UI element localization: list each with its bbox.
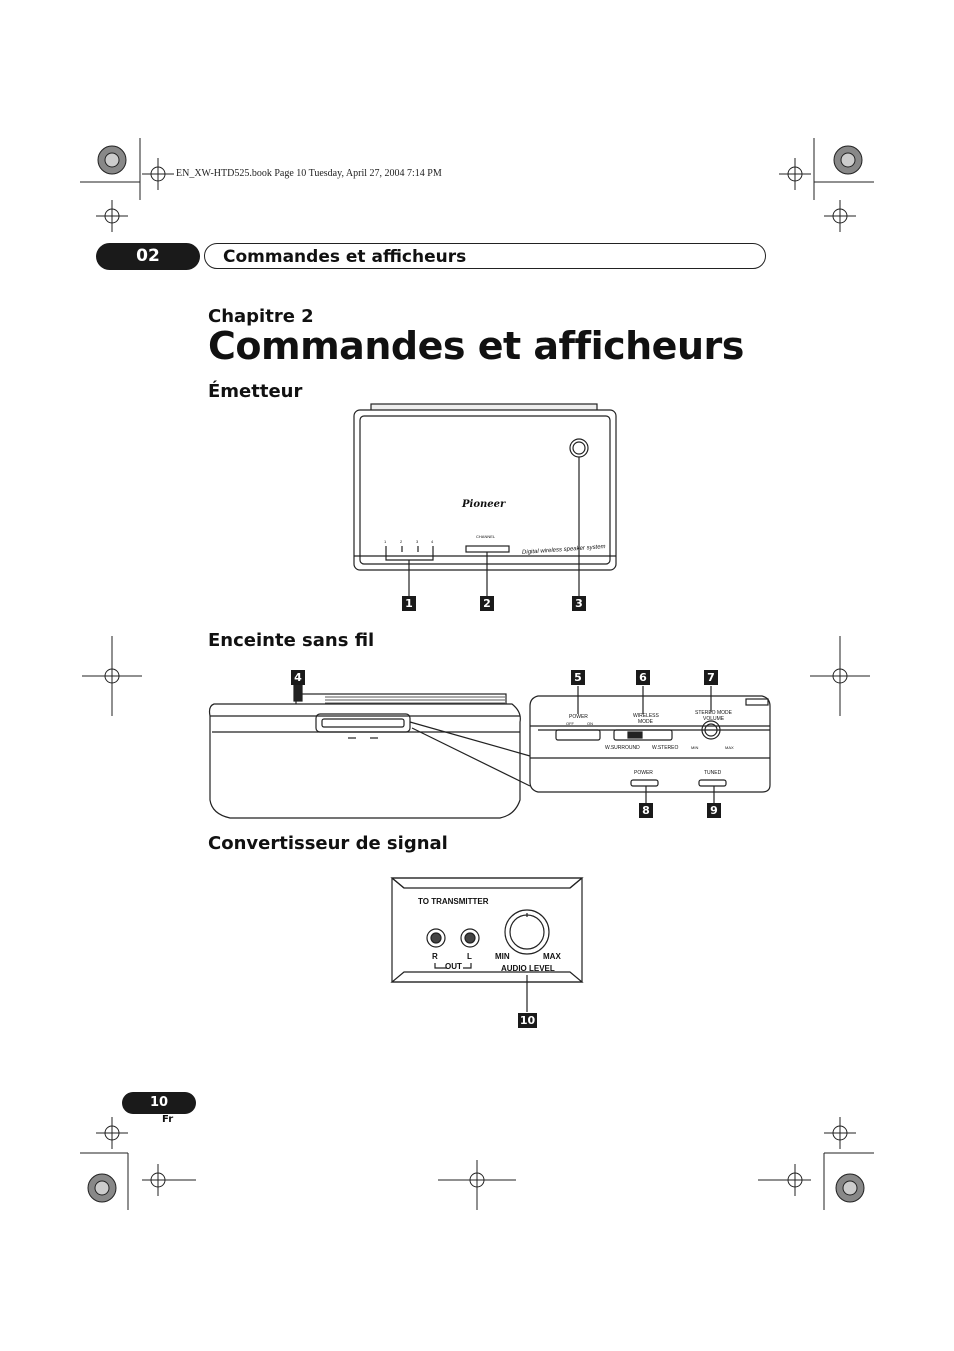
callout-7: 7 — [704, 670, 718, 685]
power-on-label: ON — [587, 721, 593, 726]
chapter-label: Chapitre 2 — [208, 306, 314, 327]
pioneer-logo: Pioneer — [462, 499, 506, 510]
wireless-mode-label: WIRELESS — [633, 713, 659, 719]
w-surround-label: W.SURROUND — [605, 745, 640, 751]
audio-level-label: AUDIO LEVEL — [501, 964, 555, 973]
callout-3: 3 — [572, 596, 586, 611]
channel-number-3: 3 — [416, 539, 419, 544]
page-title: Commandes et afficheurs — [208, 324, 744, 368]
power-indicator-label: POWER — [634, 770, 653, 776]
stereo-mode-label: STEREO MODE — [695, 710, 732, 716]
channel-label: CHANNEL — [476, 534, 496, 539]
audio-max-label: MAX — [543, 952, 561, 961]
language-label: Fr — [162, 1114, 174, 1125]
callout-1: 1 — [402, 596, 416, 611]
callout-8: 8 — [639, 803, 653, 818]
chapter-number-badge: 02 — [96, 243, 200, 270]
jack-r-label: R — [432, 952, 438, 961]
callout-9: 9 — [707, 803, 721, 818]
chapter-title-header: Commandes et afficheurs — [204, 243, 766, 269]
power-off-label: OFF — [566, 721, 574, 726]
volume-max-label: MAX — [725, 745, 734, 750]
power-switch-label: POWER — [569, 714, 588, 720]
jack-l-label: L — [467, 952, 472, 961]
channel-number-1: 1 — [384, 539, 387, 544]
channel-number-4: 4 — [431, 539, 434, 544]
section-heading-transmitter: Émetteur — [208, 381, 303, 402]
callout-2: 2 — [480, 596, 494, 611]
page-number: 10 — [122, 1092, 196, 1114]
out-label: OUT — [445, 962, 462, 971]
print-info-line: EN_XW-HTD525.book Page 10 Tuesday, April… — [176, 168, 442, 179]
section-heading-speaker: Enceinte sans fil — [208, 630, 375, 651]
callout-4: 4 — [291, 670, 305, 685]
section-heading-converter: Convertisseur de signal — [208, 833, 448, 854]
callout-5: 5 — [571, 670, 585, 685]
to-transmitter-label: TO TRANSMITTER — [418, 897, 489, 906]
volume-min-label: MIN — [691, 745, 699, 750]
audio-min-label: MIN — [495, 952, 510, 961]
wireless-mode-label-2: MODE — [638, 719, 653, 725]
volume-label: VOLUME — [703, 716, 725, 722]
tuned-indicator-label: TUNED — [704, 770, 722, 776]
callout-6: 6 — [636, 670, 650, 685]
callout-10: 10 — [518, 1013, 537, 1028]
w-stereo-label: W.STEREO — [652, 745, 679, 751]
channel-number-2: 2 — [400, 539, 403, 544]
